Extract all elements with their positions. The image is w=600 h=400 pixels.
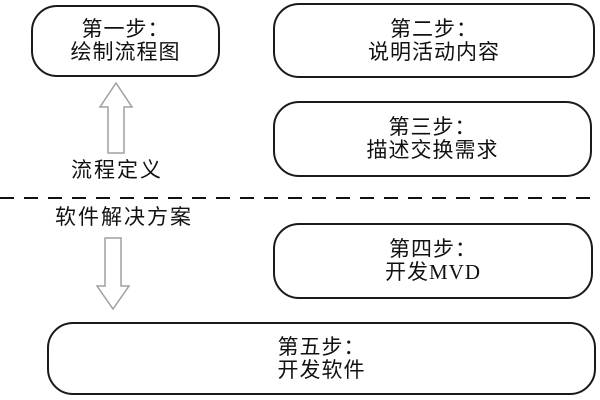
down-arrow-icon [95, 237, 131, 310]
step3-box: 第三步： 描述交换需求 [273, 101, 592, 177]
step5-desc: 开发软件 [277, 357, 366, 382]
step2-box: 第二步： 说明活动内容 [273, 3, 595, 78]
step2-desc: 说明活动内容 [368, 39, 500, 64]
up-arrow-icon [98, 82, 134, 154]
step3-title: 第三步： [388, 115, 477, 139]
step5-title: 第五步： [277, 334, 366, 359]
step4-title: 第四步： [389, 237, 477, 261]
step4-box: 第四步： 开发MVD [273, 223, 593, 299]
step1-desc: 绘制流程图 [70, 40, 181, 64]
software-solution-label: 软件解决方案 [55, 205, 193, 229]
dashed-divider [0, 197, 600, 199]
step3-desc: 描述交换需求 [366, 138, 499, 162]
step4-desc: 开发MVD [384, 260, 481, 284]
step1-box: 第一步： 绘制流程图 [31, 5, 220, 77]
process-definition-label: 流程定义 [71, 158, 163, 182]
step5-box: 第五步： 开发软件 [47, 322, 596, 395]
step1-title: 第一步： [81, 17, 170, 41]
step2-title: 第二步： [390, 16, 478, 41]
